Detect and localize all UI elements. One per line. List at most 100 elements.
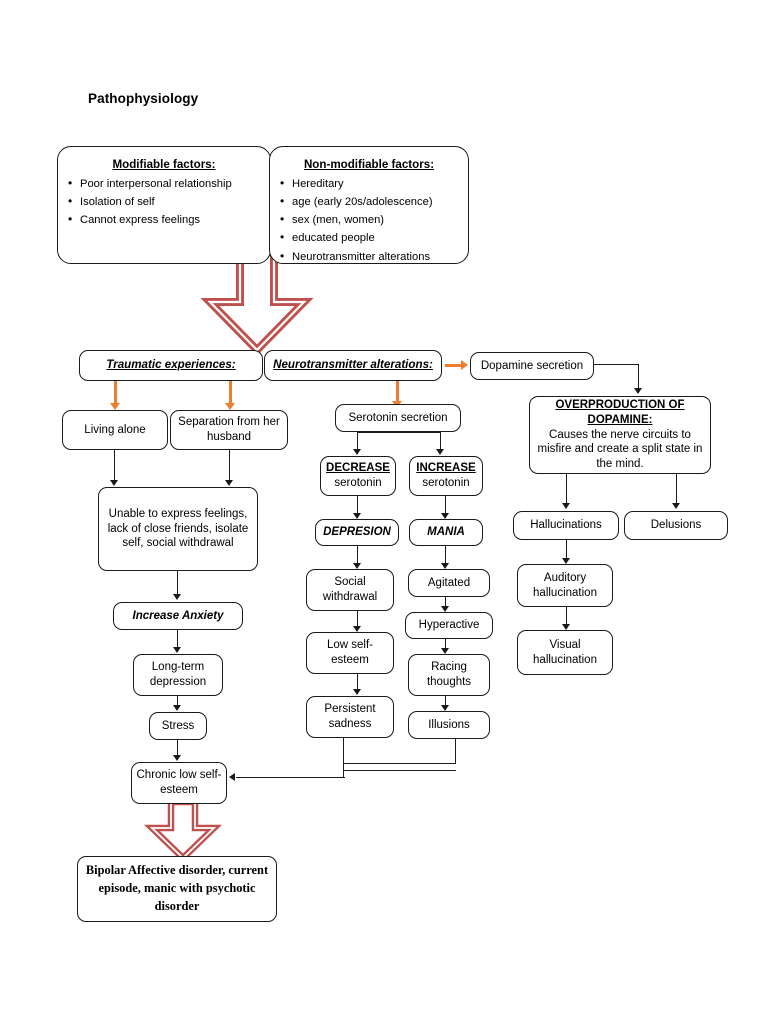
header-neurotransmitter-alterations: Neurotransmitter alterations: bbox=[264, 350, 442, 381]
connector-serotonin-to-decrease bbox=[357, 432, 359, 451]
connector-persistent-sadness-down bbox=[343, 738, 345, 771]
modifiable-factors-heading: Modifiable factors: bbox=[112, 158, 216, 171]
node-overproduction-line2: DOPAMINE: bbox=[587, 413, 653, 426]
arrowhead-down-icon bbox=[353, 563, 361, 569]
arrowhead-down-icon bbox=[562, 503, 570, 509]
arrowhead-down-icon bbox=[436, 449, 444, 455]
connector-long-term-to-stress bbox=[177, 696, 179, 709]
node-separation-from-husband-label: Separation from her husband bbox=[178, 416, 280, 443]
node-living-alone: Living alone bbox=[62, 410, 168, 450]
connector-anxiety-to-long-term bbox=[177, 630, 179, 649]
arrowhead-down-icon bbox=[441, 606, 449, 612]
node-overproduction-of-dopamine: OVERPRODUCTION OF DOPAMINE: Causes the n… bbox=[529, 396, 711, 474]
connector-neurotransmitter-to-serotonin bbox=[396, 381, 400, 403]
node-increase-serotonin-line1: INCREASE bbox=[416, 462, 476, 475]
connector-serotonin-to-increase bbox=[440, 432, 442, 451]
connector-merge-horizontal-lower bbox=[343, 770, 456, 772]
node-hallucinations: Hallucinations bbox=[513, 511, 619, 540]
red-block-arrow-down-diagnosis bbox=[143, 800, 223, 862]
node-illusions: Illusions bbox=[408, 711, 490, 739]
arrowhead-down-icon bbox=[110, 403, 120, 410]
header-traumatic-experiences: Traumatic experiences: bbox=[79, 350, 263, 381]
node-delusions: Delusions bbox=[624, 511, 728, 540]
node-social-withdrawal: Social withdrawal bbox=[306, 569, 394, 611]
connector-serotonin-split bbox=[357, 432, 440, 434]
connector-separation-down bbox=[229, 450, 231, 482]
connector-low-self-esteem-to-persistent-sadness bbox=[357, 674, 359, 691]
connector-stress-to-chronic bbox=[177, 740, 179, 757]
arrowhead-down-icon bbox=[441, 563, 449, 569]
node-auditory-hallucination-label: Auditory hallucination bbox=[533, 571, 597, 599]
connector-racing-thoughts-to-illusions bbox=[445, 696, 447, 709]
node-living-alone-label: Living alone bbox=[84, 423, 146, 436]
arrowhead-down-icon bbox=[562, 624, 570, 630]
connector-unable-to-anxiety bbox=[177, 571, 179, 596]
node-mania: MANIA bbox=[409, 519, 483, 546]
node-agitated: Agitated bbox=[408, 569, 490, 597]
arrowhead-down-icon bbox=[441, 705, 449, 711]
connector-living-alone-down bbox=[114, 450, 116, 482]
node-increase-serotonin: INCREASE serotonin bbox=[409, 456, 483, 496]
page-title: Pathophysiology bbox=[88, 91, 199, 106]
node-serotonin-secretion: Serotonin secretion bbox=[335, 404, 461, 432]
connector-traumatic-to-separation bbox=[229, 381, 233, 405]
arrowhead-down-icon bbox=[353, 689, 361, 695]
connector-social-withdrawal-to-low-self-esteem bbox=[357, 611, 359, 628]
arrowhead-down-icon bbox=[173, 594, 181, 600]
node-agitated-label: Agitated bbox=[427, 576, 471, 589]
node-increase-anxiety-label: Increase Anxiety bbox=[132, 609, 224, 622]
node-hyperactive-label: Hyperactive bbox=[418, 619, 480, 632]
connector-merge-drop bbox=[343, 770, 345, 778]
node-auditory-hallucination: Auditory hallucination bbox=[517, 564, 613, 607]
node-persistent-sadness-label: Persistent sadness bbox=[324, 703, 376, 730]
node-decrease-serotonin-line1: DECREASE bbox=[326, 462, 390, 475]
arrowhead-right-icon bbox=[461, 360, 468, 370]
node-overproduction-line1: OVERPRODUCTION OF bbox=[555, 399, 685, 412]
modifiable-factors-panel: Modifiable factors: Poor interpersonal r… bbox=[57, 146, 271, 264]
node-persistent-sadness: Persistent sadness bbox=[306, 696, 394, 738]
modifiable-factors-list: Poor interpersonal relationship Isolatio… bbox=[58, 174, 270, 230]
node-social-withdrawal-label: Social withdrawal bbox=[322, 576, 378, 603]
list-item: Cannot express feelings bbox=[68, 210, 264, 230]
list-item: Hereditary bbox=[280, 174, 462, 194]
connector-illusions-down bbox=[455, 739, 457, 764]
arrowhead-down-icon bbox=[110, 480, 118, 486]
arrowhead-down-icon bbox=[634, 388, 642, 394]
header-neurotransmitter-alterations-label: Neurotransmitter alterations: bbox=[273, 358, 433, 372]
node-illusions-label: Illusions bbox=[428, 718, 470, 731]
node-dopamine-secretion-label: Dopamine secretion bbox=[480, 359, 584, 372]
node-serotonin-secretion-label: Serotonin secretion bbox=[348, 411, 448, 424]
node-unable-to-express-feelings: Unable to express feelings, lack of clos… bbox=[98, 487, 258, 571]
connector-decrease-to-depression bbox=[357, 496, 359, 515]
connector-dopamine-down bbox=[638, 364, 640, 390]
node-stress-label: Stress bbox=[161, 719, 195, 732]
arrowhead-down-icon bbox=[353, 513, 361, 519]
node-chronic-low-self-esteem: Chronic low self-esteem bbox=[131, 762, 227, 804]
arrowhead-down-icon bbox=[441, 648, 449, 654]
connector-agitated-to-hyperactive bbox=[445, 597, 447, 610]
arrowhead-down-icon bbox=[353, 449, 361, 455]
node-racing-thoughts-label: Racing thoughts bbox=[426, 661, 472, 688]
node-visual-hallucination: Visual hallucination bbox=[517, 630, 613, 675]
node-final-diagnosis: Bipolar Affective disorder, current epis… bbox=[77, 856, 277, 922]
list-item: Neurotransmitter alterations bbox=[280, 247, 462, 267]
connector-traumatic-to-living-alone bbox=[114, 381, 118, 405]
node-depression: DEPRESION bbox=[315, 519, 399, 546]
node-decrease-serotonin-line2: serotonin bbox=[334, 477, 382, 489]
arrowhead-left-icon bbox=[229, 773, 235, 781]
arrowhead-down-icon bbox=[441, 513, 449, 519]
node-low-self-esteem: Low self-esteem bbox=[306, 632, 394, 674]
list-item: sex (men, women) bbox=[280, 210, 462, 230]
arrowhead-down-icon bbox=[562, 558, 570, 564]
node-visual-hallucination-label: Visual hallucination bbox=[533, 638, 597, 666]
header-traumatic-experiences-label: Traumatic experiences: bbox=[106, 358, 236, 372]
node-long-term-depression: Long-term depression bbox=[133, 654, 223, 696]
node-dopamine-secretion: Dopamine secretion bbox=[470, 352, 594, 380]
non-modifiable-factors-panel: Non-modifiable factors: Hereditary age (… bbox=[269, 146, 469, 267]
connector-merge-horizontal-upper bbox=[343, 763, 456, 765]
connector-hyperactive-to-racing-thoughts bbox=[445, 639, 447, 652]
node-unable-to-express-feelings-label: Unable to express feelings, lack of clos… bbox=[107, 507, 249, 550]
node-hallucinations-label: Hallucinations bbox=[530, 519, 602, 532]
connector-increase-to-mania bbox=[445, 496, 447, 515]
arrowhead-down-icon bbox=[353, 626, 361, 632]
